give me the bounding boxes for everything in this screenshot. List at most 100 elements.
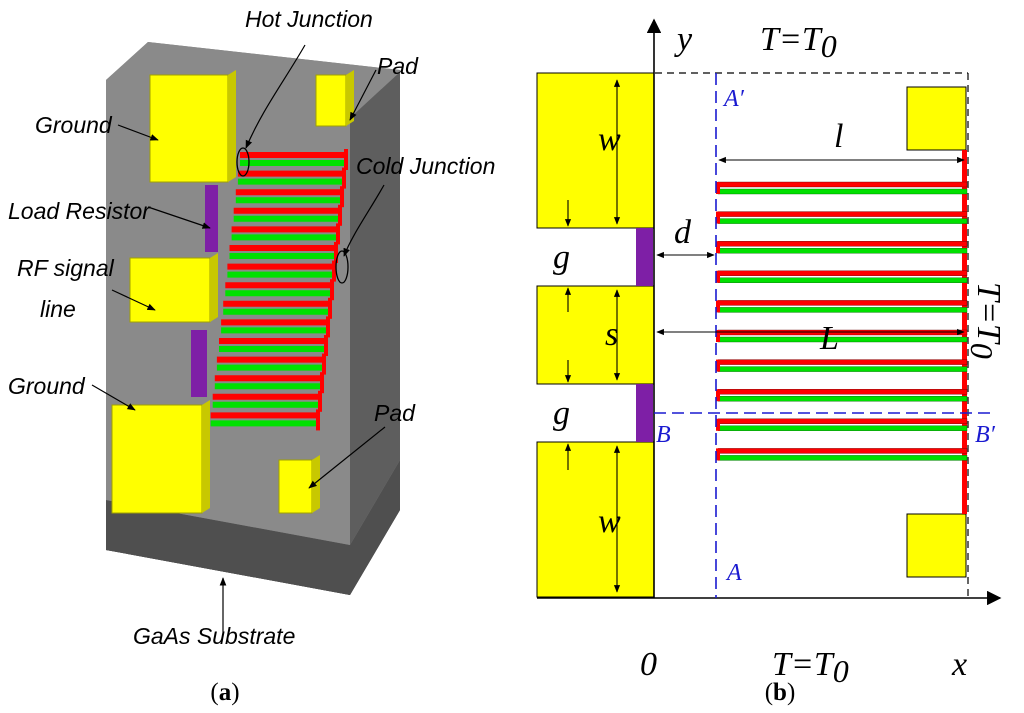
thermocouple-red-finger-3d bbox=[210, 412, 318, 419]
label-rf-signal-line-2: line bbox=[40, 296, 76, 322]
rf-signal-pad bbox=[129, 253, 218, 323]
label-cold-junction: Cold Junction bbox=[356, 153, 495, 179]
thermocouple-link-3d bbox=[318, 390, 322, 412]
substrate-front-face bbox=[106, 460, 400, 595]
output-pad-top bbox=[906, 86, 967, 151]
thermocouple-junction bbox=[716, 418, 720, 431]
thermocouple-junction bbox=[716, 211, 720, 224]
thermocouple-junction bbox=[716, 241, 720, 254]
axis-label-x: x bbox=[951, 646, 967, 683]
thermocouple-junction bbox=[716, 182, 720, 194]
thermocouple-green-finger-3d bbox=[229, 253, 336, 259]
thermocouple-red-finger-3d bbox=[233, 207, 340, 214]
thermocouple-green-finger-3d bbox=[227, 271, 334, 278]
ground-pad-top bbox=[149, 70, 236, 183]
thermocouple-green-finger bbox=[717, 247, 968, 254]
thermocouple-red-finger bbox=[717, 418, 968, 424]
label-rf-signal-line: RF signal bbox=[17, 255, 115, 281]
label-pad-bottom: Pad bbox=[374, 400, 416, 426]
thermocouple-link-3d bbox=[316, 409, 320, 431]
thermocouple-green-finger-3d bbox=[233, 215, 340, 222]
ground-pad-upper bbox=[536, 72, 655, 229]
dim-w-bottom: w bbox=[598, 503, 621, 540]
thermocouple-red-finger-3d bbox=[221, 319, 328, 326]
leader-lines bbox=[91, 44, 386, 632]
thermocouple-green-finger-3d bbox=[237, 178, 344, 185]
thermocouple-link-3d bbox=[326, 316, 330, 338]
thermocouple-link-3d bbox=[328, 297, 332, 319]
thermocouple-green-finger bbox=[717, 336, 968, 343]
thermocouple-green-finger-3d bbox=[231, 234, 338, 241]
thermocouple-green-finger-3d bbox=[225, 290, 332, 297]
output-pad-bottom bbox=[906, 513, 967, 578]
thermocouple-link-3d bbox=[334, 242, 338, 263]
label-hot-junction: Hot Junction bbox=[245, 6, 373, 32]
boundary-top: T=T0 bbox=[760, 21, 837, 64]
thermocouple-green-finger-3d bbox=[214, 383, 322, 390]
thermocouple-red-finger bbox=[717, 240, 968, 247]
boundary-bottom: T=T0 bbox=[772, 646, 849, 689]
dim-s: s bbox=[605, 316, 618, 353]
thermocouple-green-finger-3d bbox=[219, 346, 326, 352]
panel-b-schematic: y x 0 T=T0 T=T0 T=T0 w g s g w d l L A′ … bbox=[536, 18, 1007, 706]
thermocouple-green-finger bbox=[717, 307, 968, 313]
thermocouple-junction bbox=[716, 270, 720, 283]
thermocouple-link-3d bbox=[342, 167, 346, 189]
caption-a: (a) bbox=[210, 679, 239, 706]
thermocouple-link-3d bbox=[322, 353, 326, 375]
axis-label-y: y bbox=[674, 21, 693, 58]
thermocouple-link-3d bbox=[344, 149, 348, 170]
thermocouple-junction bbox=[716, 359, 720, 372]
thermocouple-link-3d bbox=[324, 335, 328, 356]
label-ground-top: Ground bbox=[35, 112, 113, 138]
thermocouple-link-3d bbox=[338, 204, 342, 226]
hot-junction-marker bbox=[236, 147, 250, 177]
thermocouple-red-finger bbox=[717, 448, 968, 454]
origin-label: 0 bbox=[640, 646, 657, 683]
thermocouple-red-finger-3d bbox=[216, 356, 324, 363]
pad-top-right bbox=[315, 70, 354, 127]
thermocouple-green-finger bbox=[717, 218, 968, 224]
thermocouple-array-3d bbox=[210, 149, 348, 431]
dim-L: L bbox=[819, 320, 839, 357]
thermocouple-red-finger bbox=[717, 389, 968, 395]
label-gaas-substrate: GaAs Substrate bbox=[133, 623, 295, 649]
thermocouple-green-finger bbox=[717, 396, 968, 402]
cold-junction-marker bbox=[335, 250, 349, 284]
thermocouple-green-finger bbox=[717, 277, 968, 283]
thermocouple-green-finger bbox=[717, 455, 968, 461]
thermocouple-green-finger-3d bbox=[210, 420, 318, 427]
thermocouple-junction bbox=[716, 448, 720, 461]
label-load-resistor: Load Resistor bbox=[8, 198, 151, 224]
thermocouple-red-finger-3d bbox=[227, 263, 334, 270]
thermocouple-red-finger-3d bbox=[240, 152, 346, 158]
ground-pad-bottom bbox=[111, 400, 210, 514]
thermocouple-green-finger bbox=[717, 425, 968, 431]
thermocouple-red-finger bbox=[717, 270, 968, 276]
thermocouple-red-finger-3d bbox=[231, 226, 338, 233]
thermocouple-red-finger bbox=[717, 359, 968, 365]
substrate-side bbox=[350, 72, 400, 545]
thermocouple-green-finger bbox=[717, 366, 968, 372]
point-b: B bbox=[656, 422, 671, 448]
thermocouple-green-finger bbox=[717, 188, 968, 195]
thermocouple-red-finger-3d bbox=[235, 189, 342, 196]
thermocouple-link-3d bbox=[320, 372, 324, 394]
thermocouple-red-finger-3d bbox=[212, 393, 320, 400]
thermocouple-red-finger-3d bbox=[229, 245, 336, 251]
thermocouple-green-finger-3d bbox=[216, 364, 324, 371]
point-a: A bbox=[725, 560, 742, 586]
point-a-prime: A′ bbox=[722, 86, 745, 112]
thermocouple-red-finger bbox=[717, 181, 968, 188]
thermocouple-red-finger-3d bbox=[225, 282, 332, 289]
thermocouple-green-finger-3d bbox=[221, 327, 328, 334]
thermocouple-link-3d bbox=[330, 279, 334, 301]
thermocouple-array-2d bbox=[716, 150, 968, 514]
dim-d: d bbox=[674, 214, 692, 251]
dim-g-top: g bbox=[553, 239, 570, 276]
thermocouple-green-finger-3d bbox=[240, 160, 346, 166]
thermocouple-red-finger bbox=[717, 300, 968, 306]
dim-l: l bbox=[834, 118, 843, 155]
thermocouple-red-finger bbox=[717, 211, 968, 217]
